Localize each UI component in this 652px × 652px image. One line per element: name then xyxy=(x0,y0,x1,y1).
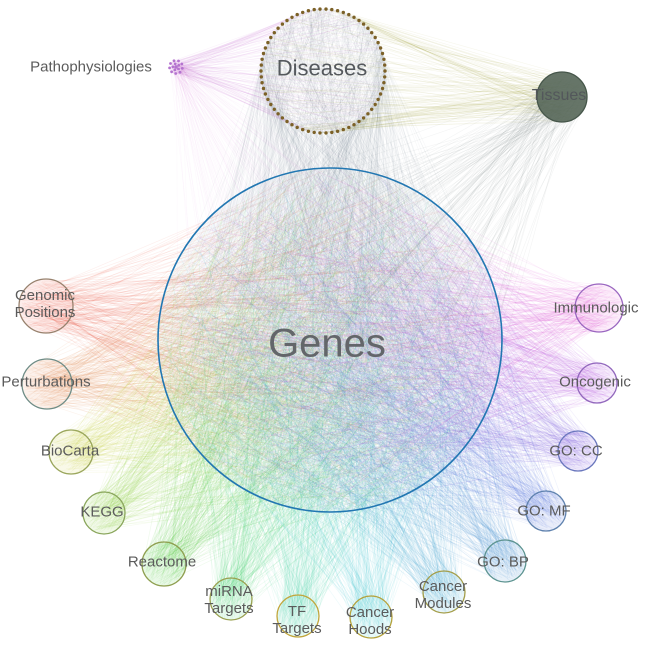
node-mirna_targets[interactable] xyxy=(209,577,253,621)
edge-bundles xyxy=(19,8,623,638)
node-tissues[interactable] xyxy=(536,71,588,123)
node-pathophysiologies[interactable] xyxy=(168,59,184,75)
node-reactome[interactable] xyxy=(141,541,187,587)
node-perturbations[interactable] xyxy=(21,358,73,410)
node-go_bp[interactable] xyxy=(483,539,527,583)
node-oncogenic[interactable] xyxy=(576,362,618,404)
node-go_cc[interactable] xyxy=(557,430,599,472)
node-genes[interactable] xyxy=(157,167,503,513)
node-tf_targets[interactable] xyxy=(276,594,320,638)
node-genomic_positions[interactable] xyxy=(18,278,74,334)
node-kegg[interactable] xyxy=(82,491,126,535)
node-cancer_hoods[interactable] xyxy=(349,595,393,639)
node-diseases[interactable] xyxy=(259,7,387,135)
node-biocarta[interactable] xyxy=(48,429,94,475)
node-go_mf[interactable] xyxy=(525,490,567,532)
node-immunologic[interactable] xyxy=(574,283,624,333)
node-cancer_modules[interactable] xyxy=(422,570,466,614)
